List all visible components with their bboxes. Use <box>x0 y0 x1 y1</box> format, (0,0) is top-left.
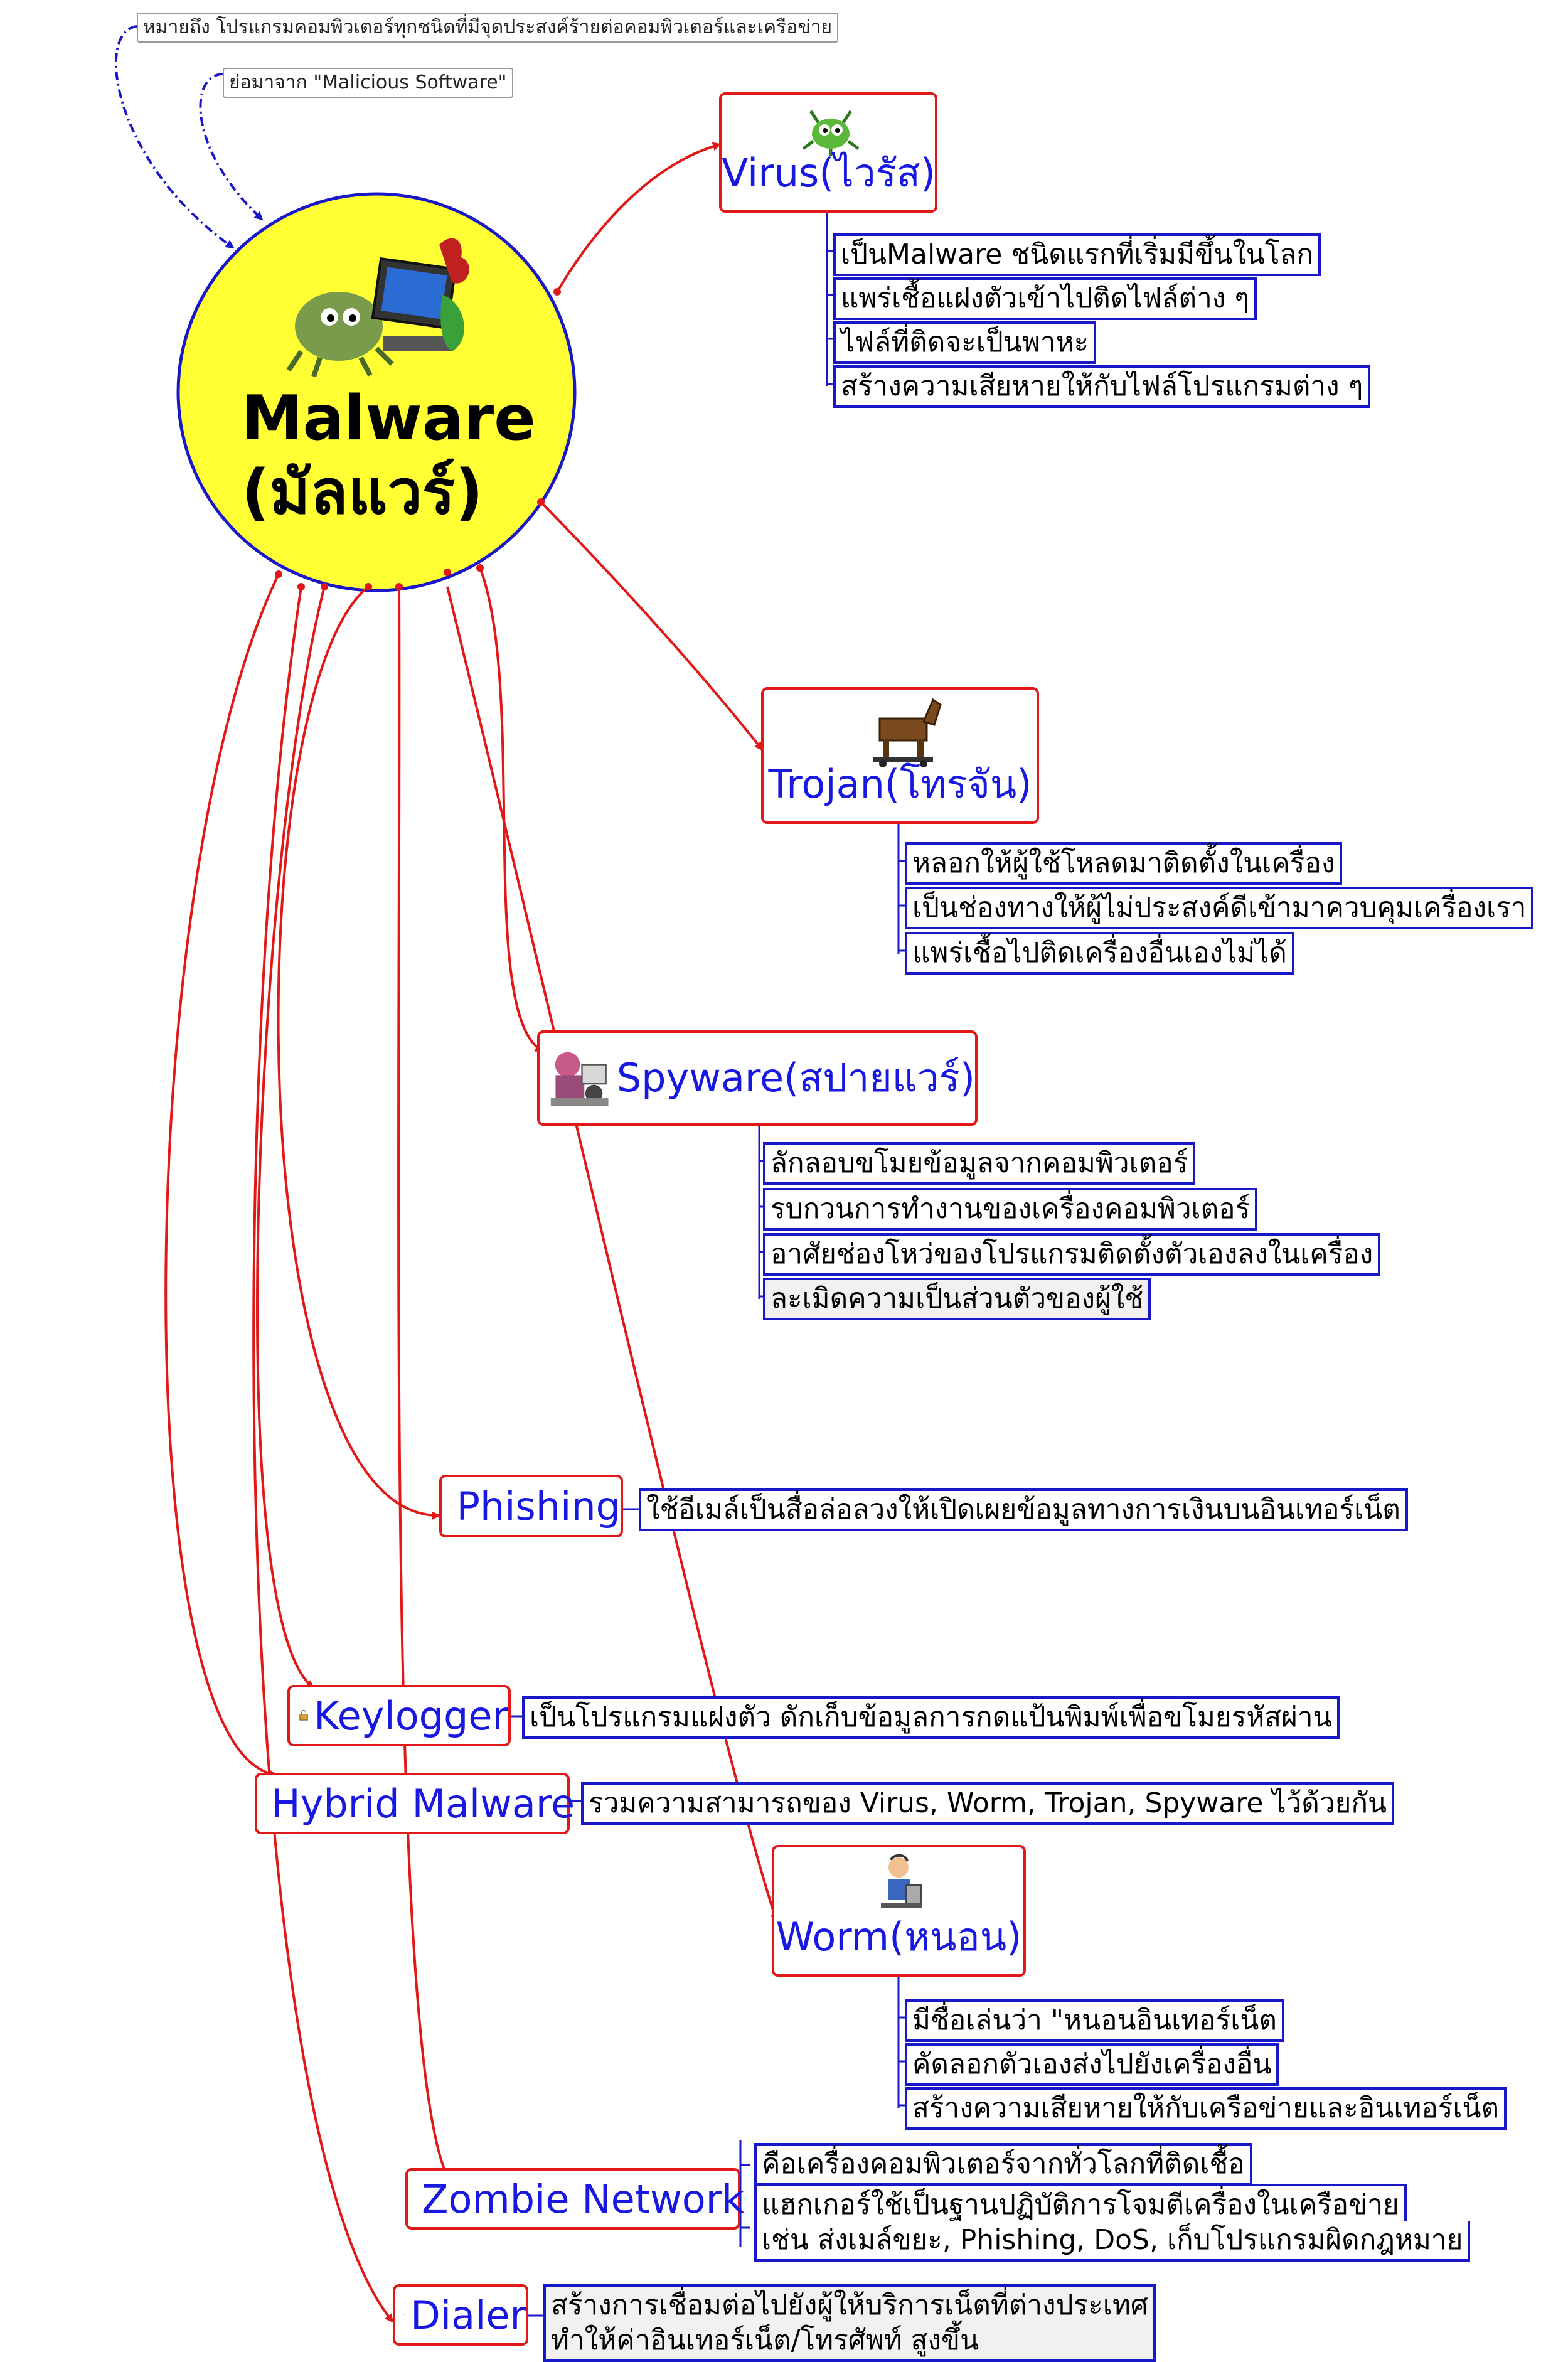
worm-note-2: คัดลอกตัวเองส่งไปยังเครื่องอื่น <box>905 2043 1279 2086</box>
topic-spyware-label: Spyware(สปายแวร์) <box>616 1055 975 1101</box>
topic-trojan-label: Trojan(โทรจัน) <box>768 761 1032 807</box>
central-title: Malware (มัลแวร์) <box>242 382 536 530</box>
virus-bug-icon <box>802 110 860 156</box>
worm-note-1: มีชื่อเล่นว่า "หนอนอินเทอร์เน็ต <box>905 1999 1284 2042</box>
topic-keylogger-label: Keylogger <box>314 1692 508 1739</box>
callout-definition: หมายถึง โปรแกรมคอมพิวเตอร์ทุกชนิดที่มีจุ… <box>137 13 839 43</box>
virus-note-3: ไฟล์ที่ติดจะเป็นพาหะ <box>833 321 1097 364</box>
callout-link-abbrev <box>199 73 264 221</box>
malware-illustration-icon <box>286 238 469 378</box>
trojan-note-3: แพร่เชื้อไปติดเครื่องอื่นเองไม่ได้ <box>905 932 1294 975</box>
hybrid-note-1: รวมความสามารถของ Virus, Worm, Trojan, Sp… <box>581 1782 1395 1825</box>
topic-virus[interactable]: Virus(ไวรัส) <box>719 92 937 213</box>
trojan-note-2: เป็นช่องทางให้ผู้ไม่ประสงค์ดีเข้ามาควบคุ… <box>905 887 1534 929</box>
keylogger-note-1: เป็นโปรแกรมแฝงตัว ดักเก็บข้อมูลการกดแป้น… <box>522 1696 1340 1739</box>
dialer-note-line-2: ทำให้ค่าอินเทอร์เน็ต/โทรศัพท์ สูงขึ้น <box>551 2324 979 2356</box>
topic-phishing[interactable]: Phishing <box>439 1475 623 1537</box>
topic-worm[interactable]: Worm(หนอน) <box>772 1845 1026 1977</box>
spyware-note-3: อาศัยช่องโหว่ของโปรแกรมติดตั้งตัวเองลงใน… <box>763 1233 1381 1276</box>
mail-icon <box>451 1505 452 1507</box>
topic-zombie-label: Zombie Network <box>422 2176 745 2222</box>
topic-zombie-network[interactable]: Zombie Network <box>405 2168 744 2230</box>
spy-icon <box>550 1052 609 1106</box>
worm-user-icon <box>881 1854 922 1908</box>
topic-hybrid-malware[interactable]: Hybrid Malware <box>255 1773 575 1834</box>
trojan-note-1: หลอกให้ผู้ใช้โหลดมาติดตั้งในเครื่อง <box>905 842 1343 885</box>
callout-abbreviation: ย่อมาจาก "Malicious Software" <box>223 68 513 98</box>
central-title-line1: Malware <box>242 383 536 454</box>
topic-virus-label: Virus(ไวรัส) <box>722 150 936 196</box>
callout-link-definition <box>114 25 235 249</box>
dialer-note-line-1: สร้างการเชื่อมต่อไปยังผู้ให้บริการเน็ตที… <box>551 2289 1148 2321</box>
central-title-line2: (มัลแวร์) <box>242 457 484 528</box>
spyware-note-4: ละเมิดความเป็นส่วนตัวของผู้ใช้ <box>763 1278 1151 1320</box>
zombie-note-1: คือเครื่องคอมพิวเตอร์จากทั่วโลกที่ติดเชื… <box>754 2143 1252 2186</box>
central-node <box>176 192 577 592</box>
virus-note-1: เป็นMalware ชนิดแรกที่เริ่มมีขึ้นในโลก <box>833 233 1321 276</box>
virus-note-4: สร้างความเสียหายให้กับไฟล์โปรแกรมต่าง ๆ <box>833 365 1371 408</box>
keylog-icon <box>299 1709 308 1721</box>
connectors <box>164 142 779 2323</box>
topic-spyware[interactable]: Spyware(สปายแวร์) <box>537 1030 978 1126</box>
dialer-note: สร้างการเชื่อมต่อไปยังผู้ให้บริการเน็ตที… <box>543 2284 1156 2362</box>
topic-dialer[interactable]: Dialer <box>393 2284 528 2346</box>
connector-ticks <box>275 288 561 590</box>
trojan-horse-icon <box>873 698 942 767</box>
phone-icon <box>404 2314 405 2316</box>
topic-keylogger[interactable]: Keylogger <box>287 1685 511 1746</box>
topic-hybrid-label: Hybrid Malware <box>271 1780 575 1827</box>
topic-phishing-label: Phishing <box>456 1483 621 1529</box>
worm-note-3: สร้างความเสียหายให้กับเครือข่ายและอินเทอ… <box>905 2087 1507 2130</box>
topic-trojan[interactable]: Trojan(โทรจัน) <box>761 687 1039 824</box>
spyware-note-2: รบกวนการทำงานของเครื่องคอมพิวเตอร์ <box>763 1188 1258 1231</box>
topic-dialer-label: Dialer <box>410 2292 526 2338</box>
spyware-note-1: ลักลอบขโมยข้อมูลจากคอมพิวเตอร์ <box>763 1142 1196 1185</box>
virus-note-2: แพร่เชื้อแฝงตัวเข้าไปติดไฟล์ต่าง ๆ <box>833 277 1257 320</box>
phishing-note-1: ใช้อีเมล์เป็นสื่อล่อลวงให้เปิดเผยข้อมูลท… <box>639 1488 1408 1531</box>
zombie-note-2: แฮกเกอร์ใช้เป็นฐานปฏิบัติการโจมตีเครื่อง… <box>754 2184 1407 2224</box>
topic-worm-label: Worm(หนอน) <box>776 1914 1022 1960</box>
zombie-note-3: เช่น ส่งเมล์ขยะ, Phishing, DoS, เก็บโปรแ… <box>754 2221 1471 2262</box>
